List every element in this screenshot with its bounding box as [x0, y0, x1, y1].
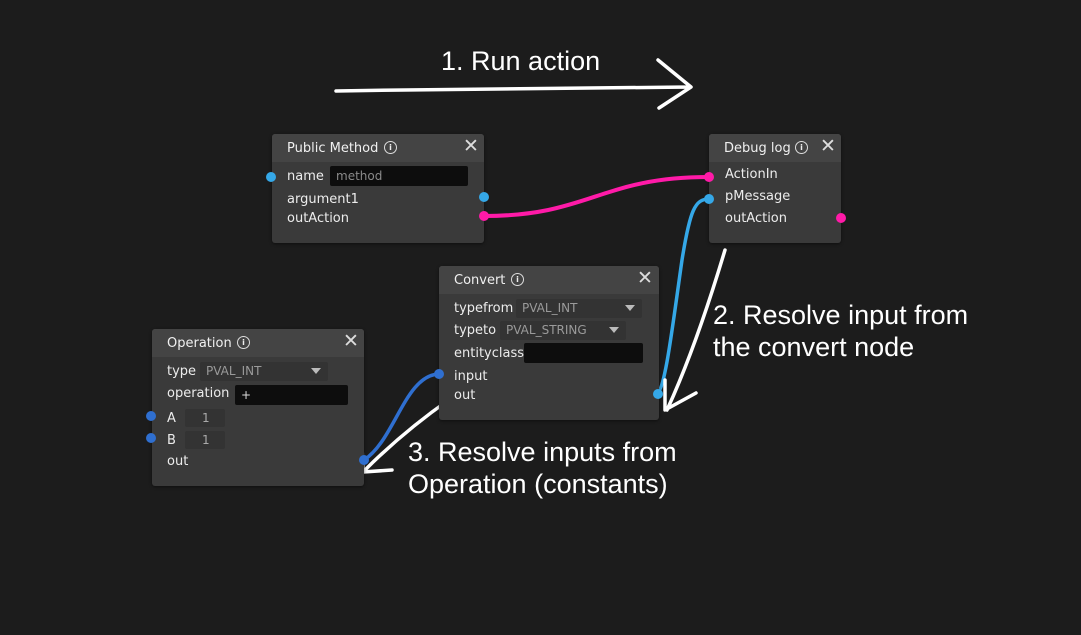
node-title: Debug log	[724, 141, 791, 156]
value-wire-convert-to-debug	[655, 197, 710, 395]
convert-node[interactable]: Convert i ✕ typefrom PVAL_INT typeto PVA…	[439, 266, 659, 420]
a-value-input[interactable]: 1	[185, 409, 225, 427]
info-icon[interactable]: i	[511, 273, 524, 286]
node-title: Convert	[454, 273, 506, 288]
name-label: name	[287, 169, 324, 184]
pmessage-input-pin[interactable]	[704, 194, 714, 204]
annotation-step2-line2: the convert node	[713, 332, 915, 362]
argument1-output-pin[interactable]	[479, 192, 489, 202]
entityclass-input[interactable]	[524, 343, 643, 363]
annotation-step2-line1: 2. Resolve input from	[713, 300, 969, 330]
out-label: out	[454, 388, 476, 403]
operation-node[interactable]: Operation i ✕ type PVAL_INT operation + …	[152, 329, 364, 486]
out-pin[interactable]	[359, 455, 369, 465]
entityclass-label: entityclass	[454, 346, 525, 361]
chevron-down-icon	[609, 327, 619, 333]
typefrom-value: PVAL_INT	[522, 301, 578, 315]
close-icon[interactable]: ✕	[637, 267, 653, 289]
node-header[interactable]: Debug log i ✕	[709, 134, 841, 162]
run-action-arrow	[334, 58, 693, 110]
name-input[interactable]: method	[330, 166, 468, 186]
close-icon[interactable]: ✕	[343, 330, 359, 352]
operation-input[interactable]: +	[235, 385, 348, 405]
type-label: type	[167, 364, 197, 379]
typefrom-label: typefrom	[454, 301, 514, 316]
operation-label: operation	[167, 386, 230, 401]
info-icon[interactable]: i	[237, 336, 250, 349]
node-title: Public Method	[287, 141, 379, 156]
actionin-input-pin[interactable]	[704, 172, 714, 182]
type-select[interactable]: PVAL_INT	[200, 362, 328, 381]
node-header[interactable]: Public Method i ✕	[272, 134, 484, 162]
node-title: Operation	[167, 336, 232, 351]
close-icon[interactable]: ✕	[820, 135, 836, 157]
b-value-input[interactable]: 1	[185, 431, 225, 449]
a-label: A	[167, 411, 176, 426]
b-label: B	[167, 433, 176, 448]
annotation-step3-line2: Operation (constants)	[408, 469, 668, 499]
name-input-pin[interactable]	[266, 172, 276, 182]
typeto-label: typeto	[454, 323, 497, 338]
outaction-output-pin[interactable]	[836, 213, 846, 223]
outaction-label: outAction	[725, 211, 788, 226]
debug-log-node[interactable]: Debug log i ✕ ActionIn pMessage outActio…	[709, 134, 841, 243]
typeto-value: PVAL_STRING	[506, 323, 587, 337]
annotation-step1: 1. Run action	[441, 46, 601, 76]
public-method-node[interactable]: Public Method i ✕ name method argument1 …	[272, 134, 484, 243]
out-label: out	[167, 454, 189, 469]
annotation-step3-line1: 3. Resolve inputs from	[408, 437, 677, 467]
outaction-label: outAction	[287, 211, 350, 226]
typeto-select[interactable]: PVAL_STRING	[500, 321, 626, 340]
outaction-output-pin[interactable]	[479, 211, 489, 221]
chevron-down-icon	[311, 368, 321, 374]
input-label: input	[454, 369, 488, 384]
input-pin[interactable]	[434, 369, 444, 379]
typefrom-select[interactable]: PVAL_INT	[516, 299, 642, 318]
a-input-pin[interactable]	[146, 411, 156, 421]
argument1-label: argument1	[287, 192, 359, 207]
close-icon[interactable]: ✕	[463, 135, 479, 157]
type-value: PVAL_INT	[206, 364, 262, 378]
action-wire	[483, 175, 710, 218]
out-pin[interactable]	[653, 389, 663, 399]
resolve-convert-arrow	[663, 248, 727, 412]
chevron-down-icon	[625, 305, 635, 311]
info-icon[interactable]: i	[795, 141, 808, 154]
value-wire-operation-to-convert	[362, 372, 440, 462]
node-header[interactable]: Operation i ✕	[152, 329, 364, 357]
actionin-label: ActionIn	[725, 167, 778, 182]
pmessage-label: pMessage	[725, 189, 791, 204]
b-input-pin[interactable]	[146, 433, 156, 443]
node-header[interactable]: Convert i ✕	[439, 266, 659, 294]
info-icon[interactable]: i	[384, 141, 397, 154]
